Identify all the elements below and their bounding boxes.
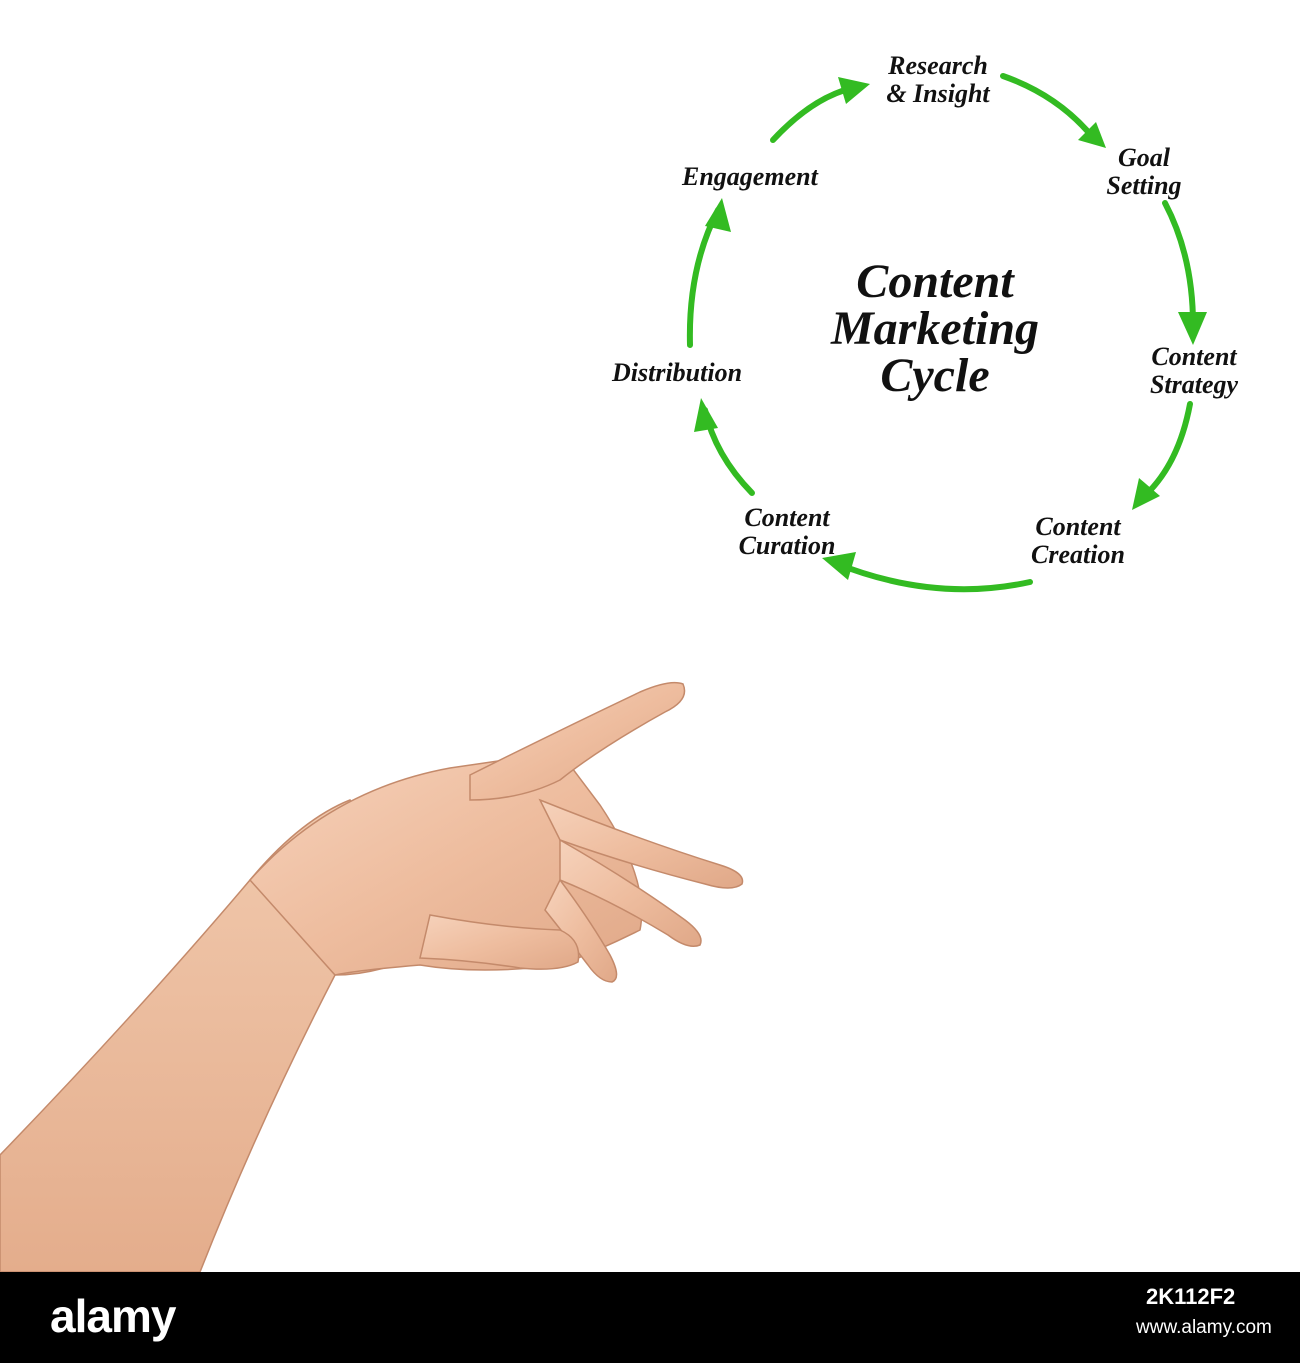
arrowhead-distribution bbox=[694, 398, 718, 432]
arrow-heads bbox=[694, 77, 1207, 580]
cycle-arrows bbox=[686, 73, 1197, 593]
ring-finger bbox=[559, 838, 702, 947]
middle-finger bbox=[538, 798, 744, 889]
node-research-line2: & Insight bbox=[886, 79, 990, 108]
node-creation-line1: Content bbox=[1035, 512, 1121, 541]
arrowhead-engagement bbox=[705, 198, 731, 232]
arrowhead-creation bbox=[1132, 478, 1160, 510]
node-creation-line2: Creation bbox=[1031, 540, 1125, 569]
arrow-creation-to-curation bbox=[832, 560, 1033, 593]
thumb bbox=[419, 914, 580, 970]
node-research-line1: Research bbox=[888, 51, 988, 80]
node-research-insight: Research & Insight bbox=[872, 52, 1004, 108]
diagram-title-line: Cycle bbox=[880, 349, 990, 402]
node-curation-line1: Content bbox=[744, 503, 830, 532]
arrowhead-research bbox=[838, 77, 870, 104]
node-strategy-line1: Content bbox=[1151, 342, 1237, 371]
arrow-engagement-to-research bbox=[770, 85, 855, 143]
footer-bar: alamy 2K112F2 www.alamy.com bbox=[0, 1272, 1300, 1363]
node-content-creation: Content Creation bbox=[1014, 513, 1142, 569]
image-id: 2K112F2 bbox=[1146, 1284, 1236, 1309]
node-strategy-line2: Strategy bbox=[1149, 370, 1239, 399]
pointing-hand bbox=[0, 681, 744, 1272]
arrowhead-strategy bbox=[1178, 312, 1207, 345]
diagram-photo bbox=[0, 73, 1207, 1272]
arrowhead-curation bbox=[822, 552, 856, 580]
diagram-title-line: Content bbox=[856, 255, 1014, 308]
node-content-curation: Content Curation bbox=[722, 504, 852, 560]
arrow-distribution-to-engagement bbox=[686, 207, 721, 348]
brand-logo: alamy bbox=[50, 1290, 176, 1342]
node-curation-line2: Curation bbox=[738, 531, 836, 560]
node-content-strategy: Content Strategy bbox=[1136, 343, 1252, 399]
arrow-research-to-goal bbox=[1000, 73, 1098, 143]
arrowhead-goal bbox=[1078, 122, 1106, 148]
node-engagement: Engagement bbox=[682, 162, 818, 191]
diagram-title-line: Marketing bbox=[830, 302, 1040, 355]
node-goal-setting: Goal Setting bbox=[1092, 144, 1196, 200]
node-goal-line2: Setting bbox=[1106, 171, 1182, 200]
site-url: www.alamy.com bbox=[1136, 1317, 1272, 1338]
node-distribution: Distribution bbox=[612, 358, 743, 387]
arrow-goal-to-strategy bbox=[1162, 200, 1197, 333]
node-goal-line1: Goal bbox=[1118, 143, 1170, 172]
index-finger bbox=[469, 681, 686, 801]
